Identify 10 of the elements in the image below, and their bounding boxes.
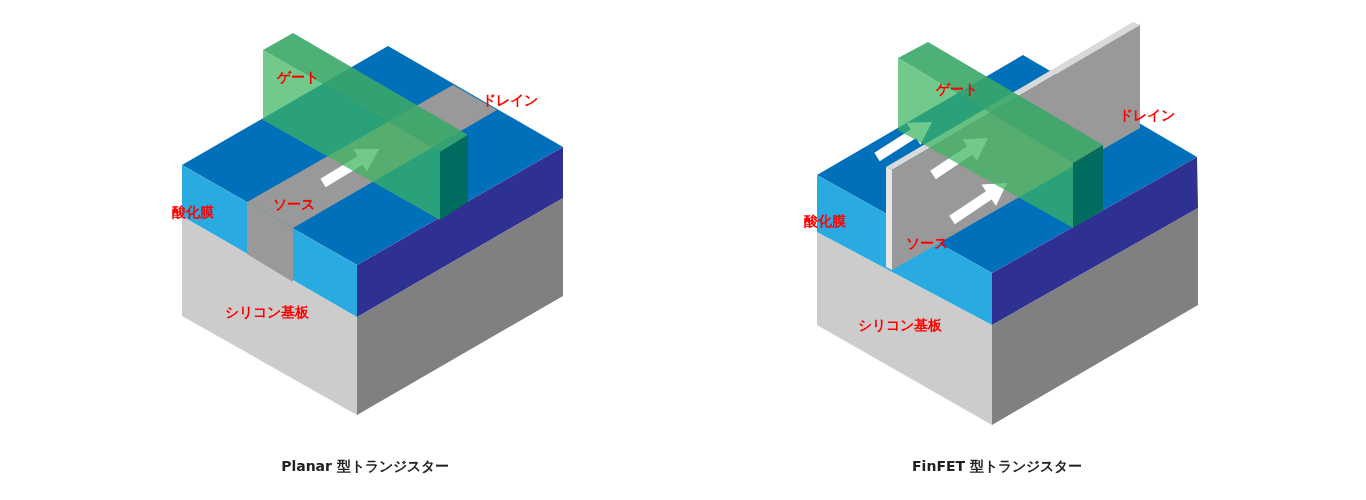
part-label: ゲート [936, 82, 978, 96]
part-label: ゲート [277, 70, 319, 84]
part-label: ドレイン [1119, 108, 1175, 122]
part-label: シリコン基板 [225, 305, 309, 319]
figure-caption: Planar 型トランジスター [281, 459, 449, 473]
figure-caption: FinFET 型トランジスター [912, 459, 1082, 473]
part-label: ソース [273, 197, 315, 211]
part-label: ソース [906, 236, 948, 250]
part-label: ドレイン [482, 93, 538, 107]
part-label: シリコン基板 [858, 318, 942, 332]
